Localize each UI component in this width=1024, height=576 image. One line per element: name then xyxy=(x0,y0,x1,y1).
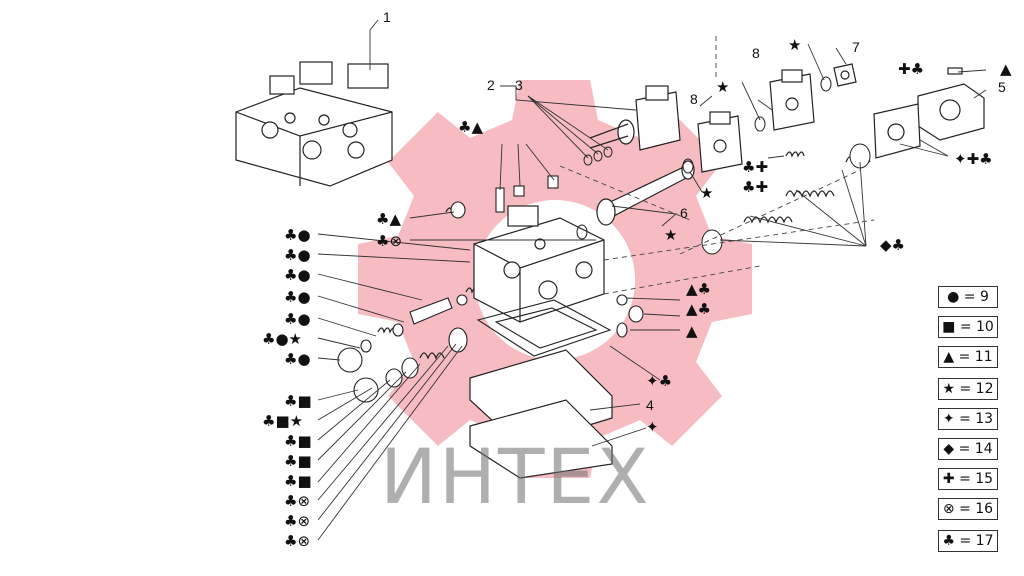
gasket xyxy=(476,299,612,357)
callout: ✦✚♣ xyxy=(954,150,993,168)
callout: ♣▲ xyxy=(376,210,401,228)
part-number-5: 5 xyxy=(998,79,1006,95)
callout: ♣● xyxy=(284,350,311,368)
callout: ♣● xyxy=(284,310,311,328)
callout: ♣● xyxy=(284,226,311,244)
nut-7 xyxy=(833,63,857,87)
callout: ▲ xyxy=(1000,60,1012,78)
part-number-4: 4 xyxy=(646,397,654,413)
callout: ♣■ xyxy=(284,392,312,410)
part-numbers: 1 2 3 4 5 6 7 8 8 xyxy=(383,9,1006,413)
callout: ▲♣ xyxy=(686,280,711,298)
watermark-text: ИНТЕХ xyxy=(380,432,651,521)
callout: ▲ xyxy=(686,322,698,340)
callout: ♣●★ xyxy=(262,330,302,348)
spool-rod xyxy=(596,160,695,226)
legend-item-13: ✦ = 13 xyxy=(938,408,998,430)
bolts xyxy=(495,175,559,213)
callout: ♣● xyxy=(284,246,311,264)
o-rings-3 xyxy=(576,146,694,240)
legend-item-10: ■ = 10 xyxy=(938,316,998,338)
solenoid-cartridge xyxy=(589,85,681,151)
callout: ▲♣ xyxy=(686,300,711,318)
callout: ★ xyxy=(788,36,801,54)
leader-lines xyxy=(317,19,987,541)
end-cover-5 xyxy=(873,67,985,159)
callout: ♣■ xyxy=(284,432,312,450)
callout: ♣✚ xyxy=(742,178,768,196)
part-number-2: 2 xyxy=(487,77,495,93)
callout: ♣⊗ xyxy=(376,232,402,250)
pilot-block-8b xyxy=(769,69,815,131)
callout: ✚♣ xyxy=(898,60,924,78)
callout: ♣⊗ xyxy=(284,532,310,550)
plug xyxy=(701,229,723,255)
o-ring xyxy=(754,116,766,132)
callout: ♣● xyxy=(284,288,311,306)
callout: ★ xyxy=(664,226,677,244)
callout: ★ xyxy=(716,78,729,96)
callout: ♣⊗ xyxy=(284,492,310,510)
callout: ✦♣ xyxy=(646,372,672,390)
other-callouts: ♣▲ ♣▲ ♣⊗ ▲♣ ▲♣ ▲ ★ ★ ★ ★ ♣✚ ♣✚ ✚♣ ▲ ✦✚♣ … xyxy=(376,36,1012,436)
central-housing xyxy=(473,205,605,323)
part-number-7: 7 xyxy=(852,39,860,55)
o-ring xyxy=(820,76,832,92)
left-callouts: ♣● ♣● ♣● ♣● ♣● ♣●★ ♣● ♣■ ♣■★ ♣■ ♣■ ♣■ ♣⊗… xyxy=(262,226,312,550)
part-number-6: 6 xyxy=(680,205,688,221)
callout: ✦ xyxy=(646,418,659,436)
part-number-3: 3 xyxy=(515,77,523,93)
callout: ♣▲ xyxy=(458,118,483,136)
callout: ◆♣ xyxy=(880,236,905,254)
left-side-parts xyxy=(337,201,644,403)
part-number-1: 1 xyxy=(383,9,391,25)
legend-item-16: ⊗ = 16 xyxy=(938,498,998,520)
legend-item-9: ● = 9 xyxy=(938,286,998,308)
callout: ♣● xyxy=(284,266,311,284)
legend-item-11: ▲ = 11 xyxy=(938,346,998,368)
legend-item-17: ♣ = 17 xyxy=(938,530,998,552)
callout: ♣⊗ xyxy=(284,512,310,530)
base-plate-4 xyxy=(469,349,613,479)
legend-item-15: ✚ = 15 xyxy=(938,468,998,490)
callout: ♣■ xyxy=(284,472,312,490)
callout: ★ xyxy=(700,184,713,202)
part-number-8a: 8 xyxy=(690,91,698,107)
pilot-block-8a xyxy=(697,111,743,173)
legend-item-12: ★ = 12 xyxy=(938,378,998,400)
legend-item-14: ◆ = 14 xyxy=(938,438,998,460)
callout: ♣■ xyxy=(284,452,312,470)
dashed-guides xyxy=(559,36,875,295)
part-number-8b: 8 xyxy=(752,45,760,61)
callout: ♣✚ xyxy=(742,158,768,176)
valve-block-assembly xyxy=(235,61,393,187)
callout: ♣■★ xyxy=(262,412,303,430)
